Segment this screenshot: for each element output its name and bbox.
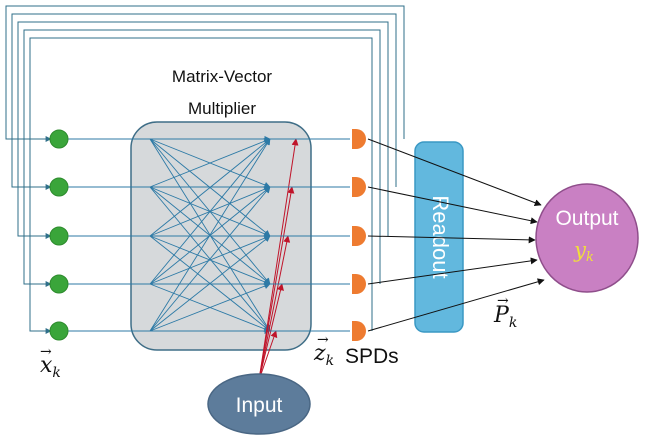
input-node-2 — [49, 177, 69, 197]
mesh-line-5-3 — [149, 235, 271, 332]
mesh-line-5-1 — [149, 138, 271, 332]
feedback-loops — [5, 5, 405, 334]
output-label: Output — [555, 207, 618, 230]
input-node-5 — [49, 321, 69, 341]
x-vector-label: → xk — [40, 344, 61, 381]
output-arrow-4 — [367, 257, 538, 285]
readout-label: Readout — [428, 195, 453, 278]
x-vector-arrow: → — [40, 344, 52, 360]
matrix-title-line1: Matrix-Vector — [172, 67, 272, 86]
spd-2 — [352, 177, 366, 197]
feedback-loop-2 — [11, 13, 397, 190]
spd-4 — [352, 274, 366, 294]
output-arrow-1 — [367, 138, 542, 207]
feedback-loop-4 — [23, 29, 381, 287]
mesh-line-4-1 — [149, 138, 271, 285]
channel-lines — [59, 138, 350, 332]
mesh-line-5-4 — [149, 283, 271, 332]
x-vector-symbol: xk — [40, 353, 61, 381]
output-arrow-5 — [367, 278, 545, 332]
input-nodes — [49, 129, 69, 341]
output-symbol: yk — [573, 238, 594, 265]
mesh-line-2-1 — [149, 138, 271, 188]
spd-label: SPDs — [345, 345, 399, 368]
mesh-connections — [149, 135, 271, 335]
input-node-4 — [49, 274, 69, 294]
mesh-line-3-1 — [149, 138, 271, 237]
output-node — [535, 183, 639, 293]
p-vector-label: → Pk — [493, 293, 517, 331]
mesh-line-5-2 — [149, 186, 271, 332]
z-vector-label: → zk — [313, 332, 334, 369]
feedback-loop-3 — [17, 21, 389, 239]
input-node-1 — [49, 129, 69, 149]
input-arrow-4 — [258, 283, 284, 381]
input-node — [207, 373, 311, 435]
output-arrow-2 — [367, 186, 538, 225]
z-vector-symbol: zk — [313, 341, 334, 369]
matrix-title-line2: Multiplier — [188, 99, 256, 118]
output-arrow-3 — [367, 235, 536, 244]
spd-5 — [352, 321, 366, 341]
input-label: Input — [236, 394, 283, 417]
spd-1 — [352, 129, 366, 149]
feedback-loop-1 — [5, 5, 405, 142]
input-arrow-5 — [258, 330, 278, 381]
z-vector-arrow: → — [317, 332, 329, 348]
spd-3 — [352, 226, 366, 246]
feedback-loop-5 — [29, 37, 373, 334]
p-vector-arrow: → — [497, 293, 509, 309]
p-vector-symbol: Pk — [493, 303, 517, 331]
mesh-line-4-3 — [149, 235, 271, 285]
input-arrow-1 — [258, 138, 299, 381]
output-arrows — [367, 138, 545, 332]
input-arrow-3 — [258, 235, 291, 381]
spd-detectors — [352, 129, 366, 341]
input-node-3 — [49, 226, 69, 246]
